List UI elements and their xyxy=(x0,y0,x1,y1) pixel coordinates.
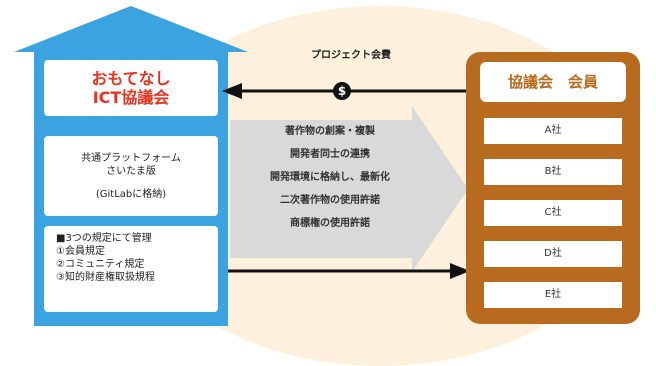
member-a: A社 xyxy=(484,118,622,144)
dollar-icon: $ xyxy=(338,84,346,98)
fee-label: プロジェクト会費 xyxy=(311,50,391,61)
license-item: 商標権の使用許諾 xyxy=(290,218,370,229)
platform-line3: (GitLabに格納) xyxy=(95,188,167,200)
license-item: 二次著作物の使用許諾 xyxy=(280,195,380,206)
platform-box: 共通プラットフォーム さいたま版 (GitLabに格納) xyxy=(44,136,218,216)
rules-item: ②コミュニティ規定 xyxy=(56,259,145,270)
license-item: 開発者同士の連携 xyxy=(290,149,370,160)
member-title: 協議会 会員 xyxy=(480,62,626,102)
member-e: E社 xyxy=(484,282,622,308)
license-item: 著作物の創案・複製 xyxy=(285,126,375,137)
platform-spacer xyxy=(44,178,218,188)
rules-heading: ■3つの規定にて管理 xyxy=(56,233,152,244)
rules-box: ■3つの規定にて管理 ①会員規定 ②コミュニティ規定 ③知的財産権取扱規程 xyxy=(44,226,218,312)
council-name-box: おもてなし ICT協議会 xyxy=(44,60,218,116)
license-arrow xyxy=(230,106,468,272)
member-c: C社 xyxy=(484,200,622,226)
license-item: 開発環境に格納し、最新化 xyxy=(270,172,390,183)
member-b: B社 xyxy=(484,159,622,185)
council-name-line2: ICT協議会 xyxy=(92,88,170,107)
rules-item: ①会員規定 xyxy=(56,246,105,257)
fee-arrow: $ xyxy=(222,82,470,100)
delivery-arrow xyxy=(228,263,470,279)
license-list: 著作物の創案・複製 開発者同士の連携 開発環境に格納し、最新化 二次著作物の使用… xyxy=(240,120,420,235)
house-roof xyxy=(14,6,248,52)
rules-item: ③知的財産権取扱規程 xyxy=(56,272,155,283)
platform-line1: 共通プラットフォーム xyxy=(81,152,181,164)
member-d: D社 xyxy=(484,241,622,267)
council-name-line1: おもてなし xyxy=(91,69,171,88)
platform-line2: さいたま版 xyxy=(106,165,156,177)
